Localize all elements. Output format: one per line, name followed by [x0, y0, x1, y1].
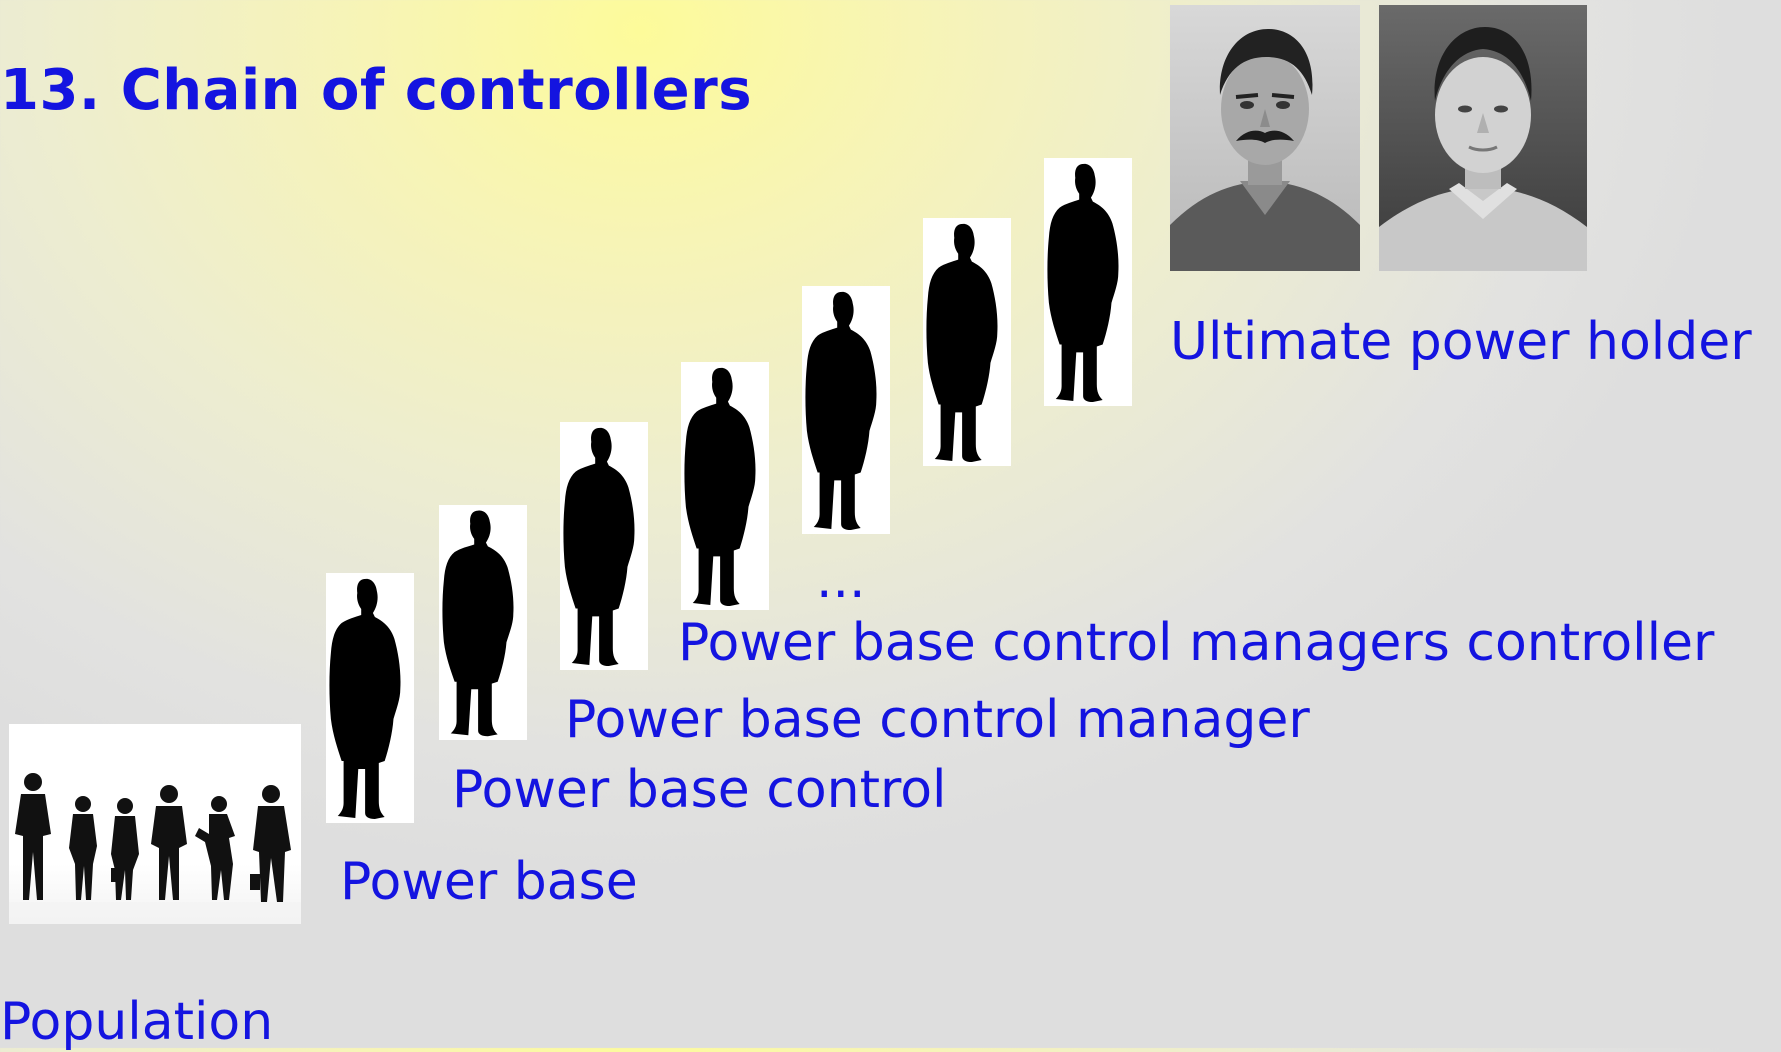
leader-portrait-icon: [1379, 5, 1587, 271]
crowd-icon: [9, 724, 301, 924]
power-base-control-figure-icon: [439, 505, 527, 740]
power-base-control-manager-label: Power base control manager: [565, 690, 1310, 750]
population-label: Population: [0, 992, 274, 1052]
power-base-label: Power base: [340, 852, 638, 912]
mustached-leader-portrait-icon: [1170, 5, 1360, 271]
page-title: 13. Chain of controllers: [0, 58, 753, 123]
ellipsis-label: ...: [816, 550, 866, 610]
top-controller-figure-icon: [1044, 158, 1132, 406]
control-manager-figure-icon: [560, 422, 648, 670]
ultimate-power-holder-label: Ultimate power holder: [1170, 312, 1752, 372]
power-base-control-managers-controller-label: Power base control managers controller: [678, 613, 1715, 673]
power-base-figure-icon: [326, 573, 414, 823]
higher-controller-figure-icon: [923, 218, 1011, 466]
higher-controller-figure-icon: [802, 286, 890, 534]
power-base-control-label: Power base control: [452, 760, 947, 820]
managers-controller-figure-icon: [681, 362, 769, 610]
